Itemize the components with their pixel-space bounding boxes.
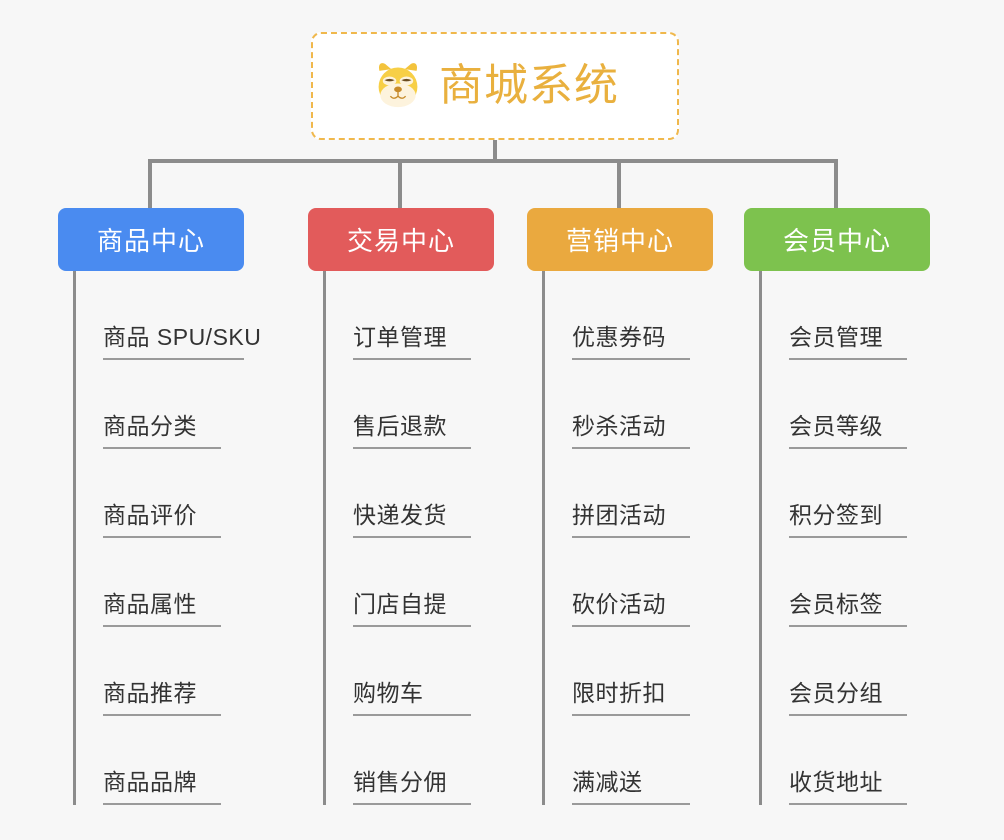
leaf-label: 砍价活动	[572, 589, 690, 627]
root-node[interactable]: 商城系统	[311, 32, 679, 140]
leaf-label: 商品评价	[103, 500, 221, 538]
leaf-item[interactable]: 商品评价	[73, 449, 244, 538]
connector-drop-3	[617, 159, 621, 208]
branch-leaves-1: 商品 SPU/SKU 商品分类 商品评价 商品属性 商品推荐 商品品牌	[58, 271, 261, 805]
dog-face-icon	[378, 63, 418, 109]
branch-header-3[interactable]: 营销中心	[527, 208, 713, 271]
branch-column-4: 会员中心 会员管理 会员等级 积分签到 会员标签 会员分组 收货地址	[744, 208, 930, 805]
leaf-label: 商品品牌	[103, 767, 221, 805]
branch-leaves-4: 会员管理 会员等级 积分签到 会员标签 会员分组 收货地址	[744, 271, 930, 805]
leaf-label: 拼团活动	[572, 500, 690, 538]
leaf-label: 收货地址	[789, 767, 907, 805]
leaf-item[interactable]: 秒杀活动	[542, 360, 713, 449]
leaf-label: 商品属性	[103, 589, 221, 627]
leaf-label: 订单管理	[353, 322, 471, 360]
leaf-item[interactable]: 商品 SPU/SKU	[73, 271, 261, 360]
leaf-label: 会员管理	[789, 322, 907, 360]
branch-column-2: 交易中心 订单管理 售后退款 快递发货 门店自提 购物车 销售分佣	[308, 208, 494, 805]
connector-root-stem	[493, 140, 497, 163]
branch-column-3: 营销中心 优惠券码 秒杀活动 拼团活动 砍价活动 限时折扣 满减送	[527, 208, 713, 805]
leaf-label: 满减送	[572, 767, 690, 805]
leaf-item[interactable]: 快递发货	[323, 449, 494, 538]
leaf-label: 商品分类	[103, 411, 221, 449]
leaf-item[interactable]: 会员分组	[759, 627, 930, 716]
connector-bus	[148, 159, 838, 163]
leaf-label: 快递发货	[353, 500, 471, 538]
leaf-item[interactable]: 会员等级	[759, 360, 930, 449]
connector-drop-2	[398, 159, 402, 208]
leaf-item[interactable]: 门店自提	[323, 538, 494, 627]
leaf-label: 商品推荐	[103, 678, 221, 716]
leaf-item[interactable]: 销售分佣	[323, 716, 494, 805]
leaf-label: 会员标签	[789, 589, 907, 627]
leaf-item[interactable]: 优惠券码	[542, 271, 713, 360]
leaf-label: 限时折扣	[572, 678, 690, 716]
leaf-item[interactable]: 会员标签	[759, 538, 930, 627]
leaf-label: 商品 SPU/SKU	[103, 322, 261, 360]
leaf-item[interactable]: 订单管理	[323, 271, 494, 360]
leaf-label: 优惠券码	[572, 322, 690, 360]
leaf-label: 会员等级	[789, 411, 907, 449]
branch-leaves-3: 优惠券码 秒杀活动 拼团活动 砍价活动 限时折扣 满减送	[527, 271, 713, 805]
leaf-item[interactable]: 购物车	[323, 627, 494, 716]
connector-drop-4	[834, 159, 838, 208]
leaf-label: 购物车	[353, 678, 471, 716]
leaf-item[interactable]: 商品属性	[73, 538, 244, 627]
leaf-item[interactable]: 商品分类	[73, 360, 244, 449]
leaf-item[interactable]: 积分签到	[759, 449, 930, 538]
branch-spine-2	[323, 271, 326, 805]
leaf-item[interactable]: 砍价活动	[542, 538, 713, 627]
leaf-item[interactable]: 商品品牌	[73, 716, 244, 805]
root-title: 商城系统	[439, 61, 619, 110]
leaf-item[interactable]: 会员管理	[759, 271, 930, 360]
leaf-label: 积分签到	[789, 500, 907, 538]
connector-drop-1	[148, 159, 152, 208]
branch-spine-4	[759, 271, 762, 805]
branch-spine-1	[73, 271, 76, 805]
leaf-item[interactable]: 限时折扣	[542, 627, 713, 716]
leaf-label: 销售分佣	[353, 767, 471, 805]
leaf-label: 秒杀活动	[572, 411, 690, 449]
branch-column-1: 商品中心 商品 SPU/SKU 商品分类 商品评价 商品属性 商品推荐 商品品牌	[58, 208, 261, 805]
leaf-item[interactable]: 满减送	[542, 716, 713, 805]
branch-header-4[interactable]: 会员中心	[744, 208, 930, 271]
leaf-item[interactable]: 售后退款	[323, 360, 494, 449]
branch-header-2[interactable]: 交易中心	[308, 208, 494, 271]
branch-header-1[interactable]: 商品中心	[58, 208, 244, 271]
leaf-label: 会员分组	[789, 678, 907, 716]
leaf-item[interactable]: 收货地址	[759, 716, 930, 805]
branch-leaves-2: 订单管理 售后退款 快递发货 门店自提 购物车 销售分佣	[308, 271, 494, 805]
branch-spine-3	[542, 271, 545, 805]
leaf-label: 门店自提	[353, 589, 471, 627]
leaf-item[interactable]: 商品推荐	[73, 627, 244, 716]
leaf-item[interactable]: 拼团活动	[542, 449, 713, 538]
leaf-label: 售后退款	[353, 411, 471, 449]
